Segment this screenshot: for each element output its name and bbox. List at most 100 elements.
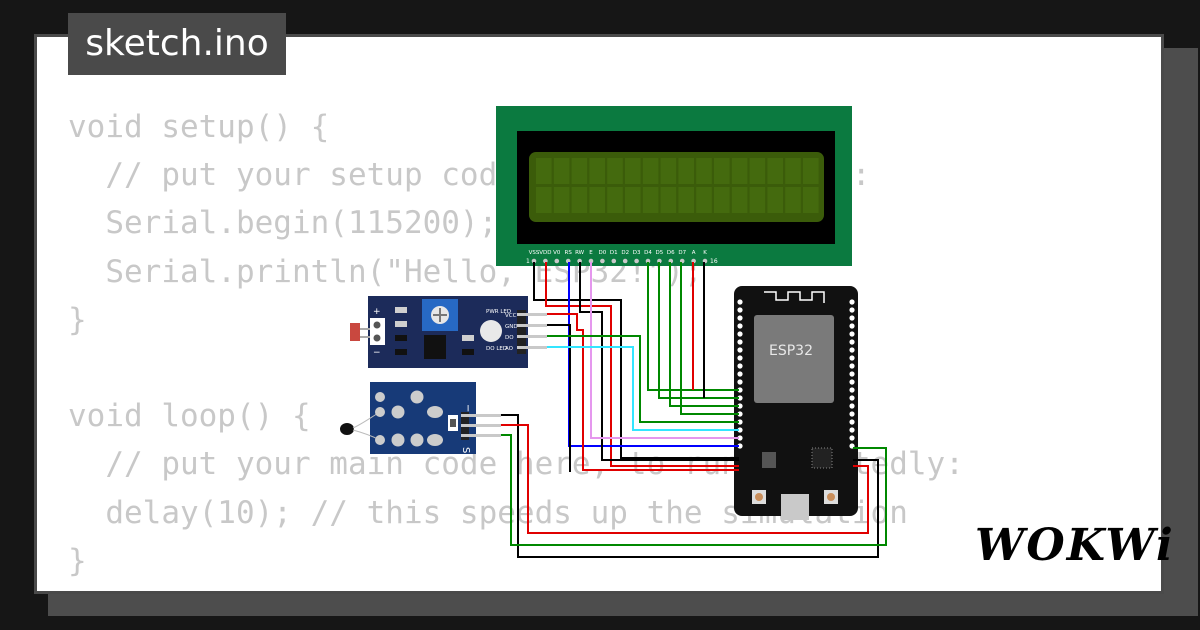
lcd-pin-first-label: 1: [526, 258, 530, 265]
esp32-pin[interactable]: [737, 411, 743, 417]
esp32-pin[interactable]: [737, 419, 743, 425]
esp32-pin[interactable]: [849, 427, 855, 433]
lcd-cell: [714, 158, 730, 184]
esp32-pin[interactable]: [737, 347, 743, 353]
resistor: [395, 349, 407, 355]
esp32-pin[interactable]: [849, 403, 855, 409]
wire-lcd-vdd-vin: [545, 262, 739, 467]
esp32-pin[interactable]: [737, 379, 743, 385]
lcd-pin[interactable]: [600, 258, 605, 264]
temp-pin[interactable]: [461, 424, 501, 427]
wire-lcd-vss-gnd: [533, 262, 739, 459]
lcd-pin[interactable]: [611, 258, 617, 264]
esp32-pin[interactable]: [737, 315, 743, 321]
esp32-pin[interactable]: [737, 371, 743, 377]
ldr-pin[interactable]: [517, 313, 547, 316]
esp32-pin[interactable]: [849, 371, 855, 377]
ldr-pin-header: [517, 310, 526, 354]
resistor: [395, 321, 407, 327]
solder-pad: [410, 390, 424, 404]
lcd-pin[interactable]: [554, 258, 560, 264]
lcd-cell: [678, 187, 694, 213]
esp32-pin[interactable]: [737, 435, 743, 441]
lcd-pin[interactable]: [622, 258, 628, 264]
pwr-led-label: PWR LED: [486, 309, 511, 315]
resistor: [462, 335, 474, 341]
temp-board: [370, 382, 476, 454]
esp32-pin[interactable]: [737, 443, 743, 449]
esp32-pin[interactable]: [849, 299, 855, 305]
esp32-pin[interactable]: [849, 419, 855, 425]
lcd-pin-label: RW: [575, 250, 585, 256]
esp32-pin[interactable]: [737, 427, 743, 433]
esp32-pin[interactable]: [849, 355, 855, 361]
ldr-pin[interactable]: [517, 335, 547, 338]
lcd-pin-label: D3: [633, 250, 641, 256]
lcd-cell: [625, 158, 641, 184]
ldr-module[interactable]: + − PWR LED DO LED VCC GND DO AO: [350, 296, 547, 368]
lcd-cell: [571, 158, 588, 184]
wire-lcd-d4: [647, 262, 739, 391]
esp32-pin[interactable]: [849, 307, 855, 313]
esp32-pin[interactable]: [737, 339, 743, 345]
esp32-pin[interactable]: [737, 387, 743, 393]
lcd-cell: [785, 187, 801, 213]
ldr-pin[interactable]: [517, 346, 547, 349]
knob-cross: [433, 308, 447, 322]
esp32-pin[interactable]: [737, 355, 743, 361]
esp32-pin[interactable]: [849, 387, 855, 393]
do-led-label: DO LED: [486, 346, 507, 352]
temp-pin-label: −: [462, 404, 473, 412]
lcd-pin[interactable]: [588, 258, 594, 264]
esp32-pin[interactable]: [737, 331, 743, 337]
esp32-pin[interactable]: [849, 363, 855, 369]
lcd-pin[interactable]: [531, 258, 537, 264]
ldr-pin[interactable]: [517, 324, 547, 327]
esp32-pin[interactable]: [849, 331, 855, 337]
esp32-pin[interactable]: [849, 395, 855, 401]
lcd-cell: [536, 158, 552, 184]
file-tab[interactable]: sketch.ino: [68, 13, 286, 75]
lcd-cell: [660, 187, 677, 213]
esp32-board[interactable]: ESP32: [734, 286, 858, 520]
esp32-pin[interactable]: [849, 323, 855, 329]
photoresistor-lead: [360, 336, 370, 338]
resistor: [395, 335, 407, 341]
temp-pin[interactable]: [461, 434, 501, 437]
esp32-pin[interactable]: [737, 403, 743, 409]
socket-hole: [373, 334, 381, 342]
ldr-pin-label: DO: [505, 335, 514, 341]
wires: [501, 262, 887, 558]
esp32-module-shield: [754, 315, 834, 403]
esp32-pin-rows: [737, 299, 855, 449]
lcd-pin-label: VDD: [539, 250, 551, 256]
temperature-sensor-module[interactable]: − S: [340, 382, 501, 454]
usb-uart-chip: [811, 447, 833, 469]
esp32-pin[interactable]: [849, 347, 855, 353]
esp32-pin[interactable]: [737, 363, 743, 369]
lcd-pin-label: D1: [610, 250, 618, 256]
wire-ldr-vcc: [547, 313, 739, 471]
resistor-body: [450, 419, 456, 427]
code-line: void setup() {: [68, 109, 330, 145]
esp32-label: ESP32: [769, 343, 813, 359]
esp32-pin[interactable]: [737, 299, 743, 305]
esp32-pin[interactable]: [849, 315, 855, 321]
temp-pin[interactable]: [461, 414, 501, 417]
esp32-pin[interactable]: [737, 395, 743, 401]
lcd-pin-label: A: [692, 250, 696, 256]
wire-temp-vcc: [501, 424, 869, 534]
lcd-cell: [536, 187, 552, 213]
ldr-minus-label: −: [373, 348, 381, 358]
wire-lcd-d6: [669, 262, 739, 407]
esp32-pin[interactable]: [737, 307, 743, 313]
esp32-pin[interactable]: [849, 339, 855, 345]
esp32-pin[interactable]: [849, 435, 855, 441]
esp32-pin[interactable]: [849, 379, 855, 385]
esp32-pin[interactable]: [737, 323, 743, 329]
esp32-pin[interactable]: [849, 411, 855, 417]
lcd-pin[interactable]: [645, 258, 651, 264]
lcd-pin[interactable]: [634, 258, 639, 264]
